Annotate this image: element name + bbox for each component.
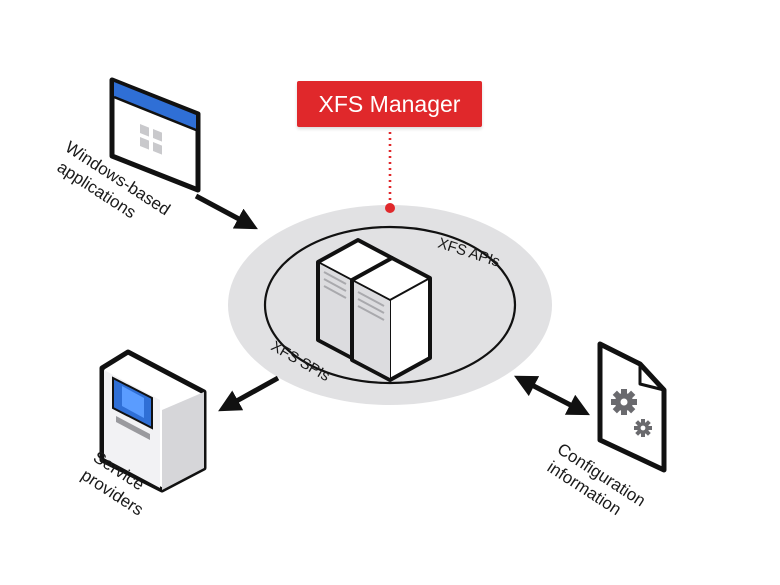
config-document-icon [597,341,667,473]
gear-icon [611,389,652,437]
atm-machine-icon [99,349,207,493]
configuration-arrow [514,375,590,416]
server-icon [316,238,432,382]
manager-connector-dot [385,203,395,213]
service-providers-arrow [218,375,280,412]
applications-arrow [194,193,258,230]
xfs-manager-badge: XFS Manager [297,81,482,127]
interface-ring [263,225,517,385]
application-window-icon [109,77,201,193]
